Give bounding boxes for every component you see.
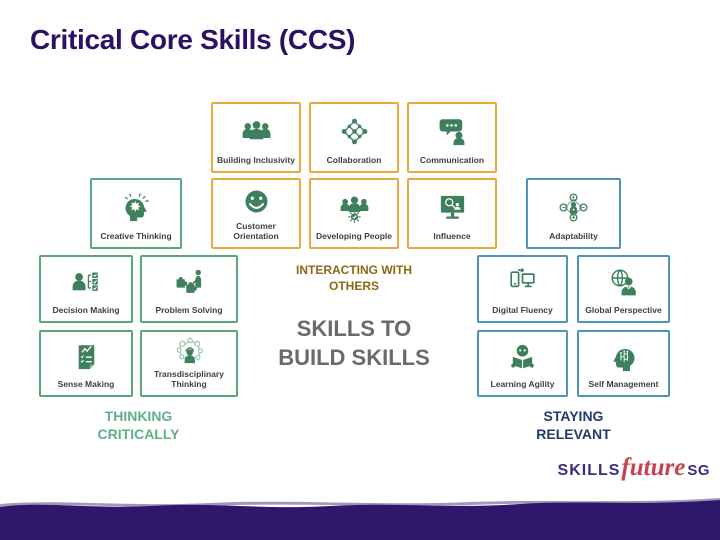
page-title: Critical Core Skills (CCS) xyxy=(30,24,356,55)
skill-label-adaptability: Adaptability xyxy=(549,231,598,242)
digital-fluency-icon xyxy=(479,257,566,305)
skill-box-influence: Influence xyxy=(407,178,497,249)
skill-label-global-perspective: Global Perspective xyxy=(585,305,662,316)
center-heading: SKILLS TO BUILD SKILLS xyxy=(278,316,430,371)
self-management-icon xyxy=(579,332,668,379)
skill-label-creative-thinking: Creative Thinking xyxy=(100,231,172,242)
skill-box-adaptability: Adaptability xyxy=(526,178,621,249)
learning-agility-icon xyxy=(479,332,566,379)
logo-sg-text: SG xyxy=(687,462,710,479)
skill-box-self-management: Self Management xyxy=(577,330,670,397)
skill-label-problem-solving: Problem Solving xyxy=(155,305,223,316)
adaptability-icon xyxy=(528,180,619,231)
collaboration-icon xyxy=(311,104,397,155)
skillsfuture-logo: SKILLS future SG xyxy=(520,454,710,482)
decision-making-icon xyxy=(41,257,131,305)
skill-label-communication: Communication xyxy=(419,155,485,166)
skill-box-customer-orientation: Customer Orientation xyxy=(211,178,301,249)
skill-box-learning-agility: Learning Agility xyxy=(477,330,568,397)
skill-box-problem-solving: Problem Solving xyxy=(140,255,238,323)
transdisciplinary-thinking-icon xyxy=(142,332,236,369)
skill-label-collaboration: Collaboration xyxy=(326,155,382,166)
skill-label-sense-making: Sense Making xyxy=(57,379,115,390)
communication-icon xyxy=(409,104,495,155)
skill-box-building-inclusivity: Building Inclusivity xyxy=(211,102,301,173)
skill-label-digital-fluency: Digital Fluency xyxy=(492,305,553,316)
skill-box-sense-making: Sense Making xyxy=(39,330,133,397)
skill-box-developing-people: Developing People xyxy=(309,178,399,249)
skill-box-decision-making: Decision Making xyxy=(39,255,133,323)
skill-box-creative-thinking: Creative Thinking xyxy=(90,178,182,249)
cluster-label-interacting-with-others: INTERACTING WITH OTHERS xyxy=(296,263,412,293)
skill-label-developing-people: Developing People xyxy=(315,231,393,242)
skill-box-transdisciplinary-thinking: Transdisciplinary Thinking xyxy=(140,330,238,397)
skill-label-learning-agility: Learning Agility xyxy=(490,379,555,390)
developing-people-icon xyxy=(311,180,397,231)
skill-box-digital-fluency: Digital Fluency xyxy=(477,255,568,323)
skill-label-transdisciplinary-thinking: Transdisciplinary Thinking xyxy=(154,368,224,390)
logo-future-text: future xyxy=(621,454,686,481)
influence-icon xyxy=(409,180,495,231)
sense-making-icon xyxy=(41,332,131,379)
global-perspective-icon xyxy=(579,257,668,305)
skill-label-building-inclusivity: Building Inclusivity xyxy=(217,155,295,166)
logo-skills-text: SKILLS xyxy=(557,462,621,479)
creative-thinking-icon xyxy=(92,180,180,231)
problem-solving-icon xyxy=(142,257,236,305)
footer-brush-wave xyxy=(0,498,720,540)
cluster-label-staying-relevant: STAYING RELEVANT xyxy=(536,408,611,443)
skill-box-communication: Communication xyxy=(407,102,497,173)
skill-label-customer-orientation: Customer Orientation xyxy=(233,220,279,242)
cluster-label-thinking-critically: THINKING CRITICALLY xyxy=(97,408,180,443)
skill-box-collaboration: Collaboration xyxy=(309,102,399,173)
skill-label-decision-making: Decision Making xyxy=(52,305,120,316)
skill-box-global-perspective: Global Perspective xyxy=(577,255,670,323)
skill-label-self-management: Self Management xyxy=(588,379,659,390)
skill-label-influence: Influence xyxy=(433,231,471,242)
building-inclusivity-icon xyxy=(213,104,299,155)
customer-orientation-icon xyxy=(213,180,299,221)
